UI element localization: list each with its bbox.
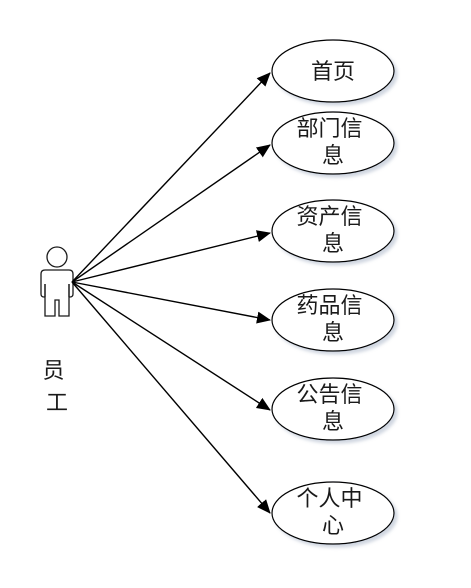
use-case-label: 资产信 息	[296, 205, 369, 257]
use-case-label: 部门信 息	[296, 117, 369, 169]
use-case-label-line: 资产信	[296, 205, 362, 230]
association-drug	[71, 281, 271, 324]
use-case-drug: 药品信 息	[271, 288, 395, 352]
actor-label: 员 工	[42, 359, 71, 416]
use-case-label-line: 息	[322, 144, 344, 169]
use-case-label: 药品信 息	[296, 294, 369, 346]
use-case-ellipse	[271, 111, 395, 175]
use-case-label-line: 公告信	[296, 383, 362, 408]
use-case-label: 个人中 心	[296, 487, 369, 539]
associations	[71, 72, 271, 514]
use-case-label-line: 心	[322, 514, 344, 539]
actor-figure	[40, 246, 74, 317]
association-notice	[71, 281, 271, 411]
use-case-ellipse	[271, 481, 395, 545]
use-case-label-line: 药品信	[296, 294, 362, 319]
use-case-label-line: 个人中	[296, 487, 362, 512]
use-case-label-line: 息	[322, 232, 344, 257]
use-case-notice: 公告信 息	[271, 377, 395, 441]
use-case-home: 首页	[271, 39, 395, 103]
use-case-profile: 个人中 心	[271, 481, 395, 545]
association-asset	[71, 230, 271, 283]
use-case-asset: 资产信 息	[271, 199, 395, 263]
actor-body	[40, 269, 74, 317]
use-case-label: 首页	[311, 60, 355, 85]
use-case-label-line: 息	[322, 321, 344, 346]
actor-label-line: 工	[46, 391, 68, 416]
use-case-label-line: 首页	[311, 60, 355, 85]
actor-head	[46, 246, 68, 268]
association-dept	[71, 144, 271, 283]
use-case-label: 公告信 息	[296, 383, 369, 435]
use-case-ellipse	[271, 377, 395, 441]
use-case-dept: 部门信 息	[271, 111, 395, 175]
use-case-ellipse	[271, 288, 395, 352]
use-case-ellipse	[271, 39, 395, 103]
use-case-label-line: 部门信	[296, 117, 362, 142]
association-profile	[71, 281, 271, 514]
association-home	[71, 72, 271, 283]
use-case-label-line: 息	[322, 410, 344, 435]
use-case-ellipse	[271, 199, 395, 263]
actor-label-line: 员	[42, 359, 64, 384]
